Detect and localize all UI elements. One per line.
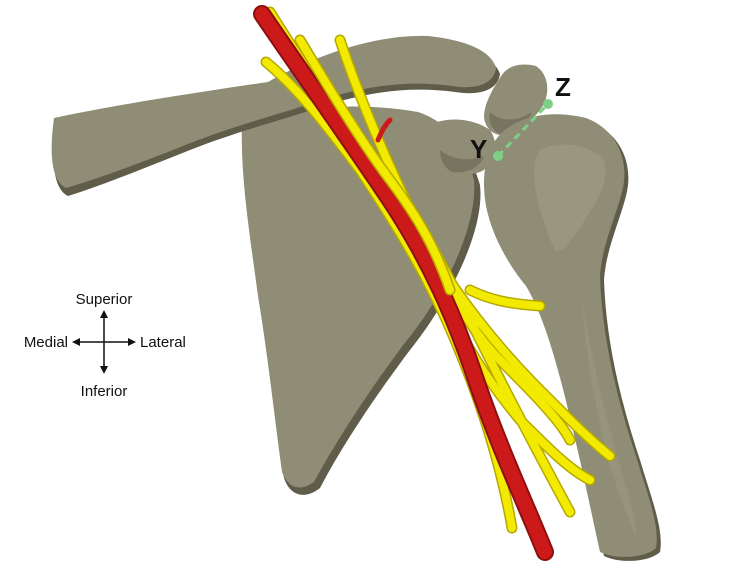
nerve-branch-6 [466, 286, 544, 310]
orientation-compass [72, 310, 136, 374]
humerus-body [484, 114, 657, 557]
axillary-artery [253, 5, 554, 561]
point-z-marker [543, 99, 553, 109]
humerus-shaft-highlight [582, 300, 636, 536]
arrow-up-icon [100, 310, 108, 318]
point-y-marker [493, 151, 503, 161]
brachial-plexus-front [294, 34, 456, 296]
acromion-shade [489, 112, 532, 134]
compass-superior-label: Superior [76, 291, 133, 308]
coracoid-shade [440, 150, 484, 173]
measurement-line [493, 99, 553, 161]
artery-branch [375, 117, 393, 143]
arrow-down-icon [100, 366, 108, 374]
nerve-trunk-3 [336, 36, 614, 460]
dashed-line-y-z [496, 102, 550, 158]
label-z: Z [555, 72, 571, 102]
compass-inferior-label: Inferior [81, 383, 128, 400]
nerve-front [296, 36, 454, 294]
humerus [484, 114, 661, 561]
arrow-left-icon [72, 338, 80, 346]
clavicle-body [51, 35, 496, 189]
compass-medial-label: Medial [24, 334, 68, 351]
clavicle [51, 35, 500, 197]
compass-lateral-label: Lateral [140, 334, 186, 351]
scapula-body [241, 106, 475, 488]
humeral-head-highlight [534, 144, 606, 252]
scapula [241, 106, 496, 495]
label-y: Y [470, 134, 487, 164]
arrow-right-icon [128, 338, 136, 346]
artery-body [255, 7, 552, 559]
